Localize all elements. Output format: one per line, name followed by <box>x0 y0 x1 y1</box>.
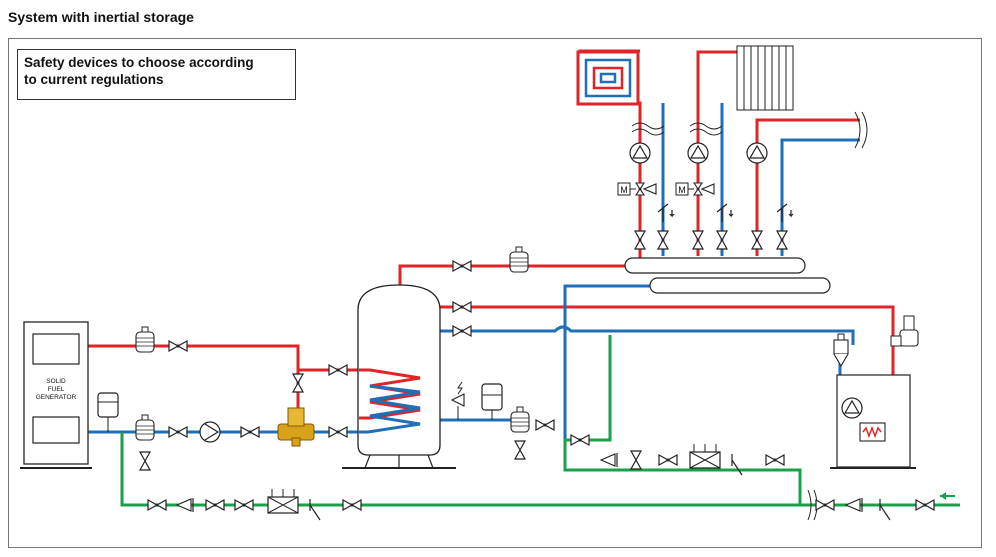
return-collector <box>649 277 831 294</box>
valve-icon <box>570 434 590 446</box>
valve-icon <box>147 499 167 511</box>
air-vent-icon <box>510 406 530 433</box>
valve-icon <box>815 499 835 511</box>
check-valve-icon <box>176 497 194 513</box>
valve-icon <box>168 340 188 352</box>
check-valve-icon <box>845 497 863 513</box>
generator-label-line3: GENERATOR <box>36 394 77 401</box>
valve-icon <box>765 454 785 466</box>
valve-icon <box>139 451 151 471</box>
mixing-valve-icon <box>277 407 315 447</box>
valve-icon <box>658 454 678 466</box>
air-vent-icon <box>890 315 919 347</box>
pump-icon <box>687 142 709 164</box>
valve-icon <box>657 230 669 250</box>
valve-icon <box>751 230 763 250</box>
motorized-valve-icon: M <box>617 182 657 196</box>
valve-icon <box>692 230 704 250</box>
pump-icon <box>746 142 768 164</box>
generator-label-line2: FUEL <box>48 386 65 393</box>
cold-water-pipes <box>120 335 960 507</box>
expansion-vessel-icon <box>97 392 119 432</box>
expansion-vessel-icon <box>481 383 503 420</box>
solid-fuel-generator: SOLID FUEL GENERATOR <box>20 321 92 469</box>
safety-valve-icon <box>450 381 465 420</box>
radiator-icon <box>736 45 794 111</box>
air-vent-icon <box>135 414 155 441</box>
pump-icon <box>841 397 863 419</box>
pressure-reducer-icon <box>267 489 299 514</box>
check-valve-icon <box>657 203 794 222</box>
diagram-frame <box>8 38 982 548</box>
generator-label-line1: SOLID <box>46 378 66 385</box>
pipe-break-marks <box>631 111 868 521</box>
valve-icon <box>342 499 362 511</box>
valve-icon <box>634 230 646 250</box>
pump-icon <box>199 421 221 443</box>
page-title: System with inertial storage <box>8 9 194 25</box>
flow-collector <box>624 257 806 274</box>
safety-note-box: Safety devices to choose according to cu… <box>17 49 296 100</box>
valve-icon <box>205 499 225 511</box>
valve-icon <box>535 419 555 431</box>
valve-icon <box>328 426 348 438</box>
valve-icon <box>234 499 254 511</box>
arrow-right-icon <box>940 492 955 500</box>
pressure-reducer-icon <box>689 444 721 469</box>
valve-icon <box>168 426 188 438</box>
svg-text:M: M <box>678 185 686 195</box>
domestic-hot-water-unit <box>830 374 916 469</box>
floor-heating-coil-icon <box>576 50 640 106</box>
svg-text:M: M <box>620 185 628 195</box>
pump-icon <box>629 142 651 164</box>
valve-icon <box>328 364 348 376</box>
valve-icon <box>915 499 935 511</box>
inertial-storage-tank <box>342 284 456 469</box>
air-vent-icon <box>509 246 529 273</box>
air-vent-icon <box>135 326 155 353</box>
filter-icon <box>879 499 891 521</box>
air-vent-icon <box>833 333 849 368</box>
filter-icon <box>731 454 743 476</box>
safety-note-line2: to current regulations <box>24 72 164 87</box>
valve-icon <box>514 440 526 460</box>
valve-icon <box>452 260 472 272</box>
valve-icon <box>630 450 642 470</box>
filter-icon <box>309 499 321 521</box>
valve-icon <box>292 373 304 393</box>
valve-icon <box>240 426 260 438</box>
valve-icon <box>776 230 788 250</box>
check-valve-icon <box>600 452 618 468</box>
valve-icon <box>452 325 472 337</box>
motorized-valve-icon: M <box>675 182 715 196</box>
safety-note-line1: Safety devices to choose according <box>24 55 254 70</box>
valve-icon <box>452 301 472 313</box>
valve-icon <box>716 230 728 250</box>
